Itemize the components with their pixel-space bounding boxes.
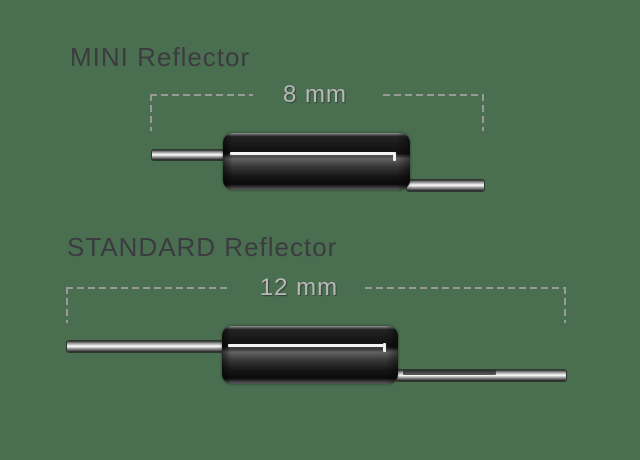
dimension-line-left-drop — [150, 94, 152, 131]
dimension-line-right-drop — [482, 94, 484, 131]
device-body — [222, 326, 398, 384]
device-body — [223, 133, 410, 190]
dimension-line-right-drop — [564, 287, 566, 323]
lead-wire-left — [67, 341, 224, 352]
dimension-line-right — [383, 94, 484, 96]
dimension-line-left-drop — [66, 287, 68, 323]
dimension-line-right — [365, 287, 566, 289]
fiber-line — [230, 152, 396, 155]
lead-wire-right — [407, 180, 484, 191]
dimension-label-standard: 12 mm — [259, 274, 339, 301]
dimension-line-left — [150, 94, 253, 96]
fiber-line — [228, 344, 386, 347]
dimension-label-mini: 8 mm — [283, 81, 347, 108]
section-title-standard: STANDARD Reflector — [67, 232, 338, 262]
lead-wire-left — [152, 150, 227, 160]
dimension-line-left — [66, 287, 230, 289]
lead-wire-right — [396, 370, 566, 381]
fiber-end-tick — [383, 343, 386, 352]
section-title-mini: MINI Reflector — [70, 42, 251, 72]
fiber-end-tick — [393, 152, 396, 161]
wire-reflection-shade — [402, 370, 497, 375]
